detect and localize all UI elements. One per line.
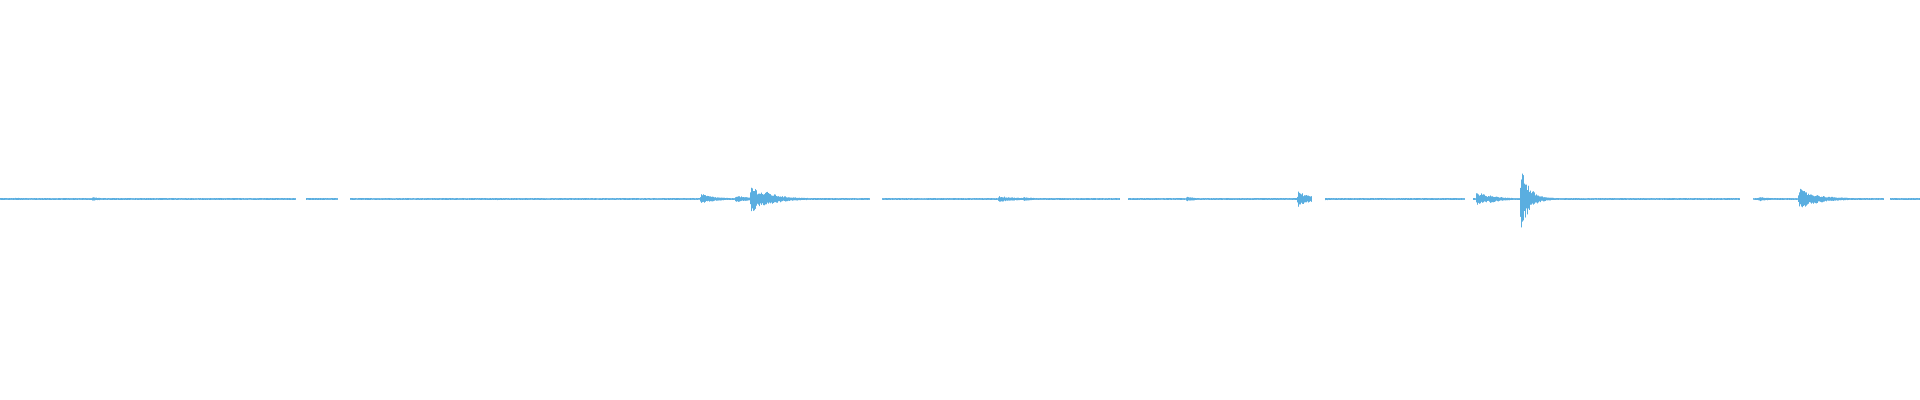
- waveform-samples: [0, 173, 1920, 228]
